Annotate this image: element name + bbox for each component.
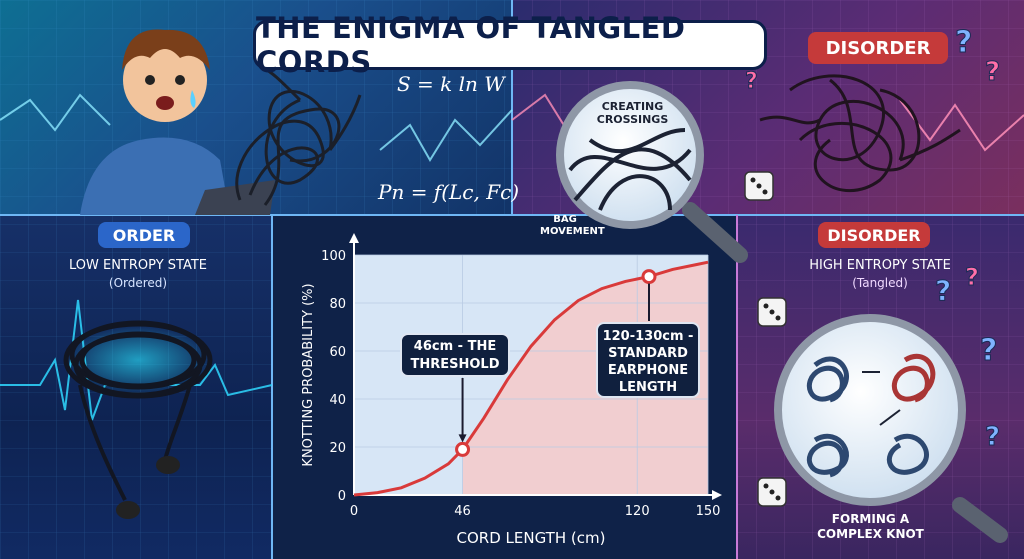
crossings-label: CREATING CROSSINGS	[596, 100, 669, 126]
ordered-label: (Ordered)	[108, 276, 168, 290]
threshold-arrow	[458, 434, 467, 443]
y-axis-arrow	[349, 233, 359, 243]
complex-knot-label: FORMING A COMPLEX KNOT	[817, 512, 924, 541]
tangled-label: (Tangled)	[852, 276, 908, 290]
svg-text:?: ?	[985, 57, 1000, 87]
page-title: THE ENIGMA OF TANGLED CORDS	[253, 11, 767, 79]
bag-movement-label: BAG MOVEMENT	[540, 214, 605, 237]
svg-text:?: ?	[955, 25, 972, 60]
tangled-cord-top-left	[235, 66, 362, 206]
x-axis-label: CORD LENGTH (cm)	[457, 529, 606, 547]
annotation-point	[455, 441, 471, 457]
dice-icon	[757, 477, 787, 507]
x-tick-label: 150	[696, 504, 721, 519]
tangled-cord-top-right	[759, 74, 961, 193]
frustrated-person-illustration	[80, 29, 275, 215]
y-tick-label: 40	[329, 393, 346, 408]
question-mark-icon: ? ? ? ? ? ? ?	[745, 25, 1001, 453]
dice-icon	[757, 297, 787, 327]
magnifier-bottom-illustration	[774, 314, 1008, 543]
order-tag: ORDER	[98, 222, 190, 248]
coiled-cord-illustration	[63, 320, 213, 519]
y-axis-label: KNOTTING PROBABILITY (%)	[301, 283, 316, 466]
x-tick-label: 0	[350, 504, 358, 519]
threshold-callout: 46cm - THE THRESHOLD	[400, 333, 510, 377]
x-tick-label: 46	[454, 504, 471, 519]
probability-formula: Pn = f(Lc, Fc)	[378, 180, 520, 204]
x-axis-arrow	[712, 490, 722, 500]
svg-text:?: ?	[985, 422, 1000, 452]
dice-icon	[744, 171, 774, 201]
svg-text:?: ?	[980, 333, 997, 368]
y-tick-label: 0	[338, 489, 346, 504]
probability-line	[353, 260, 709, 497]
entropy-formula: S = k ln W	[397, 72, 505, 96]
annotation-point	[641, 269, 657, 285]
svg-text:?: ?	[745, 69, 758, 94]
y-tick-label: 100	[321, 249, 346, 264]
y-tick-label: 80	[329, 297, 346, 312]
magnifier-top-illustration	[556, 81, 748, 263]
area-fill	[462, 262, 708, 495]
svg-text:?: ?	[935, 274, 951, 307]
x-tick-label: 120	[625, 504, 650, 519]
y-tick-label: 20	[329, 441, 346, 456]
earphone-length-callout: 120-130cm - STANDARD EARPHONE LENGTH	[596, 322, 700, 398]
disorder-tag-top: DISORDER	[808, 32, 948, 64]
high-entropy-label: HIGH ENTROPY STATE	[809, 258, 951, 273]
low-entropy-label: LOW ENTROPY STATE	[69, 258, 207, 273]
y-tick-label: 60	[329, 345, 346, 360]
disorder-tag: DISORDER	[818, 222, 930, 248]
svg-text:?: ?	[965, 263, 979, 291]
